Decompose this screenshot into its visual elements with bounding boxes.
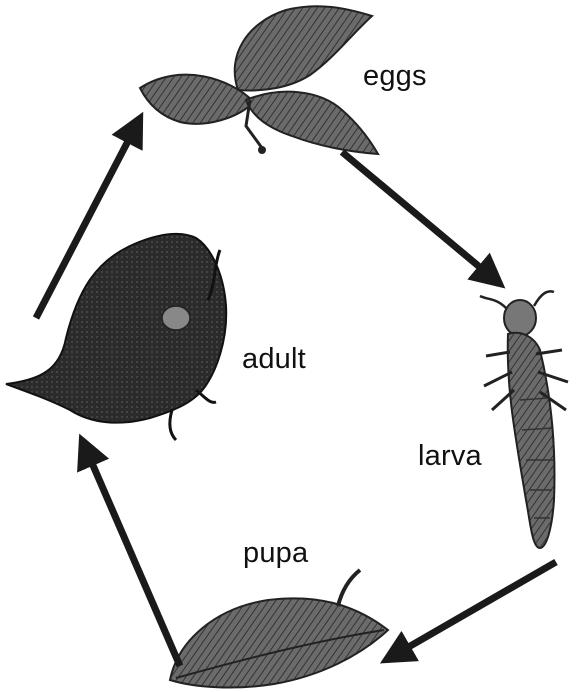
pupa-leaf-illustration bbox=[170, 570, 388, 687]
stage-label-pupa: pupa bbox=[243, 537, 308, 570]
stage-label-adult: adult bbox=[242, 343, 306, 376]
arrow-larva-to-pupa bbox=[386, 562, 556, 660]
stage-label-eggs: eggs bbox=[363, 60, 427, 93]
stage-label-larva: larva bbox=[418, 440, 482, 473]
larva-illustration bbox=[480, 291, 568, 548]
eggs-leaves-illustration bbox=[140, 6, 378, 154]
arrow-pupa-to-adult bbox=[82, 440, 180, 666]
arrow-eggs-to-larva bbox=[342, 152, 500, 284]
adult-insect-illustration bbox=[6, 234, 226, 440]
